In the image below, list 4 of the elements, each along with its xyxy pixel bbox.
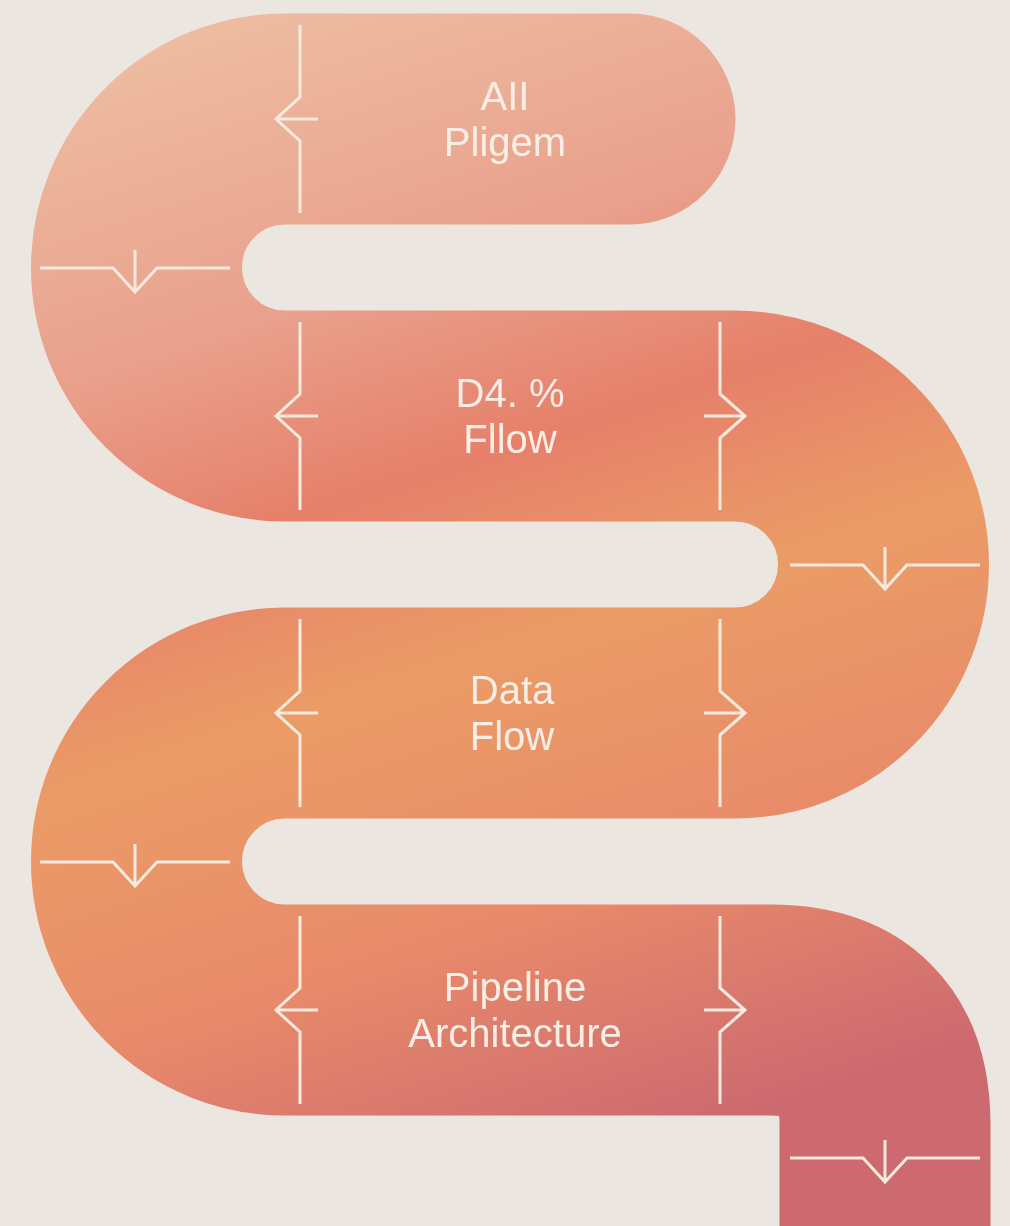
stage-label: AII Pligem	[420, 73, 590, 165]
stage-label: Data Flow	[427, 667, 597, 759]
stage-label: D4. % Fllow	[425, 370, 595, 462]
stage-label: Pipeline Architecture	[370, 964, 660, 1056]
